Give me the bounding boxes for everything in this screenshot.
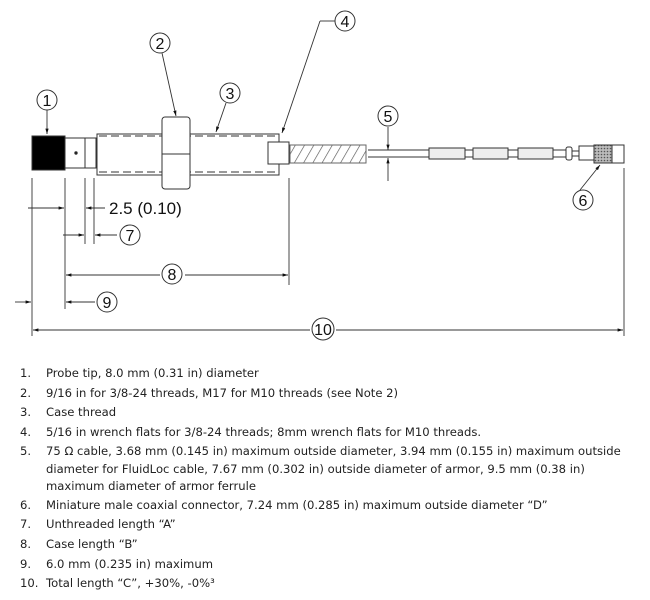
note-item: 6.Miniature male coaxial connector, 7.24… xyxy=(20,497,548,512)
connector-end xyxy=(611,144,625,164)
callout-8: 8 xyxy=(161,263,183,285)
svg-text:2: 2 xyxy=(156,36,165,53)
svg-text:10: 10 xyxy=(314,322,332,339)
svg-text:5: 5 xyxy=(384,109,393,126)
callout-10: 10 xyxy=(311,317,335,341)
wrench-flats xyxy=(267,141,290,165)
note-item: 1.Probe tip, 8.0 mm (0.31 in) diameter xyxy=(20,366,259,380)
note-item: 10.Total length “C”, +30%, -0%³ xyxy=(20,576,215,591)
connector-knurl xyxy=(593,144,613,164)
hex-nut xyxy=(161,116,191,190)
callout-4: 4 xyxy=(334,10,356,32)
note-item: 2.9/16 in for 3/8-24 threads, M17 for M1… xyxy=(20,385,399,400)
svg-text:4: 4 xyxy=(341,14,350,31)
svg-text:1: 1 xyxy=(43,93,52,110)
note-item: 7.Unthreaded length “A” xyxy=(20,517,176,532)
notes-list: 1.Probe tip, 8.0 mm (0.31 in) diameter 2… xyxy=(20,364,646,594)
note-item: 3.Case thread xyxy=(20,405,117,420)
callout-3: 3 xyxy=(219,82,241,104)
callout-2: 2 xyxy=(149,32,171,54)
armor xyxy=(289,144,367,164)
callout-9: 9 xyxy=(96,291,118,313)
callout-1: 1 xyxy=(36,89,58,111)
svg-text:7: 7 xyxy=(126,228,135,245)
note-item: 8.Case length “B” xyxy=(20,537,138,552)
svg-text:8: 8 xyxy=(168,267,177,284)
note-item: 5.75 Ω cable, 3.68 mm (0.145 in) maximum… xyxy=(20,444,621,494)
svg-text:6: 6 xyxy=(579,193,588,210)
note-item: 4.5/16 in wrench flats for 3/8-24 thread… xyxy=(20,424,482,439)
note-item: 9.6.0 mm (0.235 in) maximum xyxy=(20,556,213,571)
svg-text:9: 9 xyxy=(103,295,112,312)
probe-drawing: 2.5 (0.10) 1 2 3 4 5 6 7 8 9 10 xyxy=(15,10,625,341)
svg-text:3: 3 xyxy=(226,86,235,103)
unthreaded-section xyxy=(64,137,97,169)
callout-5: 5 xyxy=(377,105,399,127)
dimension-label: 2.5 (0.10) xyxy=(109,199,182,218)
probe-tip xyxy=(31,135,66,171)
callout-7: 7 xyxy=(119,224,141,246)
callout-6: 6 xyxy=(572,189,594,211)
